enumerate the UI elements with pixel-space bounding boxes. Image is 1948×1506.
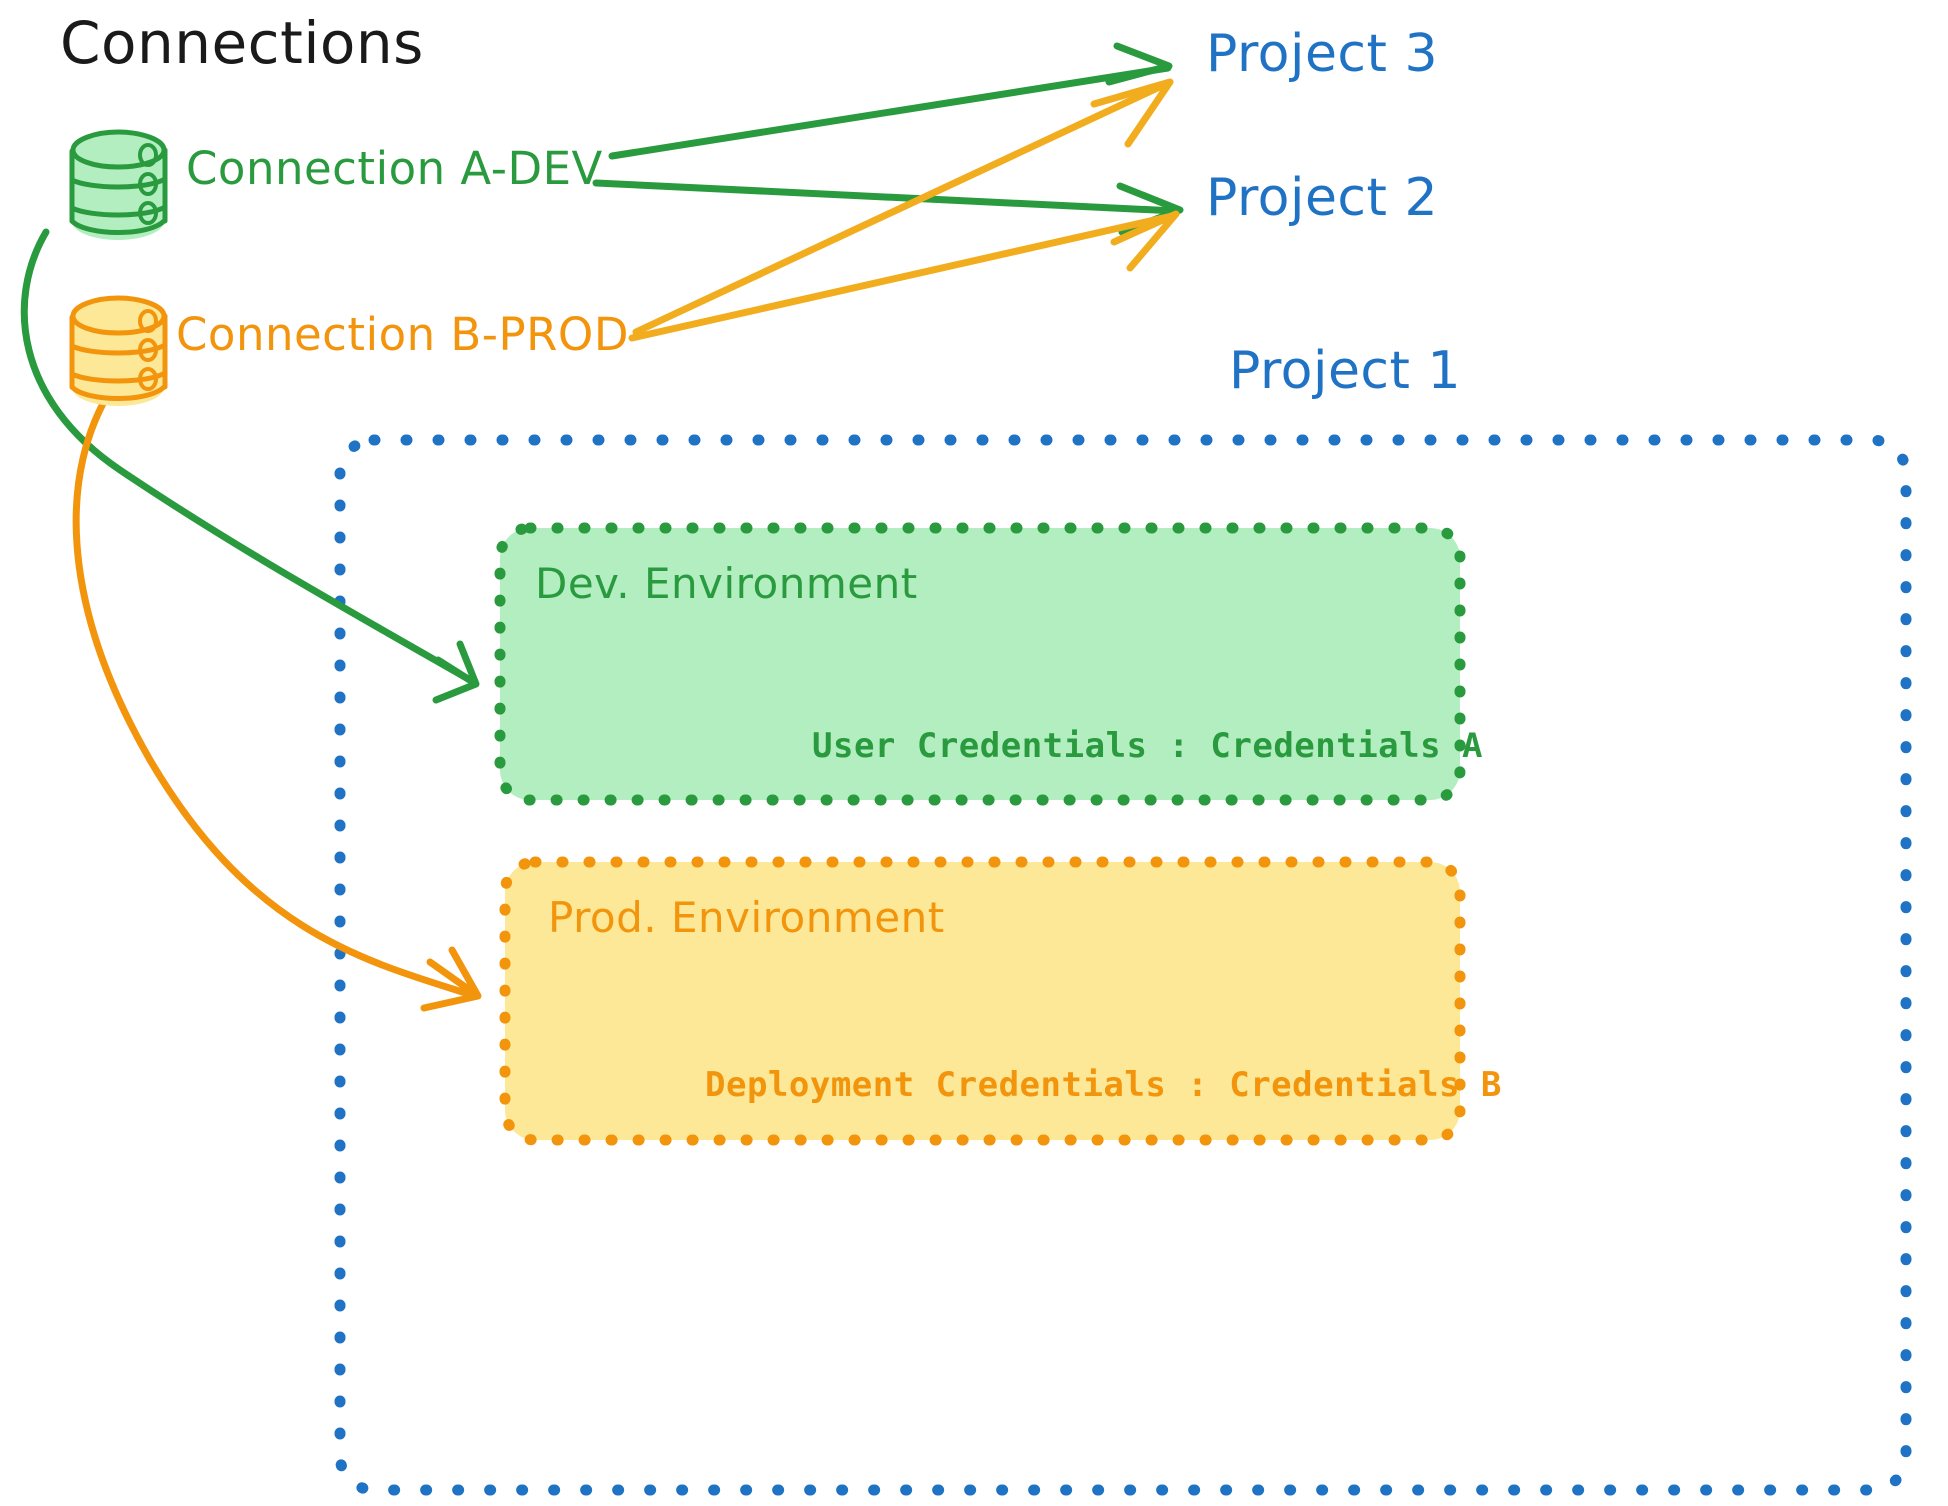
edge-line bbox=[608, 64, 1172, 160]
dev-environment-title: Dev. Environment bbox=[535, 559, 918, 608]
cylinder-led-3 bbox=[138, 201, 158, 225]
arrowhead-icon bbox=[1090, 78, 1174, 148]
cylinder-divider-2 bbox=[69, 204, 168, 218]
edge-conn-b-to-project-3 bbox=[632, 78, 1174, 336]
connection-a-dev-database-cylinder-icon[interactable] bbox=[69, 129, 168, 240]
dev-environment-credentials: User Credentials : Credentials A bbox=[812, 726, 1484, 766]
arrowhead-icon bbox=[1110, 210, 1180, 272]
prod-environment-fill bbox=[505, 862, 1460, 1140]
cylinder-led-3 bbox=[138, 367, 158, 391]
cylinder-divider-1 bbox=[69, 342, 168, 356]
dev-environment-fill bbox=[500, 528, 1460, 800]
prod-environment-box[interactable] bbox=[499, 856, 1466, 1146]
cylinder-led-2 bbox=[138, 172, 158, 196]
connection-b-prod-label[interactable]: Connection B-PROD bbox=[176, 308, 630, 361]
cylinder-divider-2 bbox=[69, 370, 168, 384]
prod-environment-credentials: Deployment Credentials : Credentials B bbox=[705, 1065, 1502, 1105]
edge-line bbox=[632, 80, 1170, 336]
arrowhead-icon bbox=[432, 640, 480, 704]
edge-line bbox=[592, 179, 1180, 215]
connection-b-prod-database-cylinder-icon[interactable] bbox=[69, 295, 168, 406]
edge-conn-a-to-project-3 bbox=[608, 42, 1173, 160]
edge-conn-b-to-project-2 bbox=[628, 210, 1180, 342]
project-1-label[interactable]: Project 1 bbox=[1229, 341, 1462, 401]
cylinder-divider-1 bbox=[69, 176, 168, 190]
arrowhead-icon bbox=[1105, 42, 1173, 86]
project-3-label[interactable]: Project 3 bbox=[1206, 24, 1439, 84]
arrowhead-icon bbox=[420, 946, 482, 1012]
cylinder-bottom-edge bbox=[69, 217, 168, 235]
prod-environment-dotted-border bbox=[499, 856, 1466, 1146]
dev-environment-box[interactable] bbox=[494, 522, 1466, 806]
page-title: Connections bbox=[60, 9, 424, 77]
cylinder-bottom-edge bbox=[69, 383, 168, 401]
cylinder-led-2 bbox=[138, 338, 158, 362]
edge-curve bbox=[20, 228, 474, 684]
edge-line bbox=[628, 212, 1176, 342]
edge-curve bbox=[72, 384, 476, 999]
connection-a-dev-label[interactable]: Connection A-DEV bbox=[186, 142, 603, 195]
cylinder-led-1 bbox=[138, 143, 158, 167]
project-2-label[interactable]: Project 2 bbox=[1206, 168, 1439, 228]
cylinder-led-1 bbox=[138, 309, 158, 333]
edge-conn-a-to-project-2 bbox=[592, 179, 1184, 236]
prod-environment-title: Prod. Environment bbox=[548, 893, 945, 942]
edge-conn-b-to-prod-environment bbox=[72, 384, 482, 1012]
dev-environment-dotted-border bbox=[494, 522, 1466, 806]
edge-conn-a-to-dev-environment bbox=[20, 228, 480, 704]
